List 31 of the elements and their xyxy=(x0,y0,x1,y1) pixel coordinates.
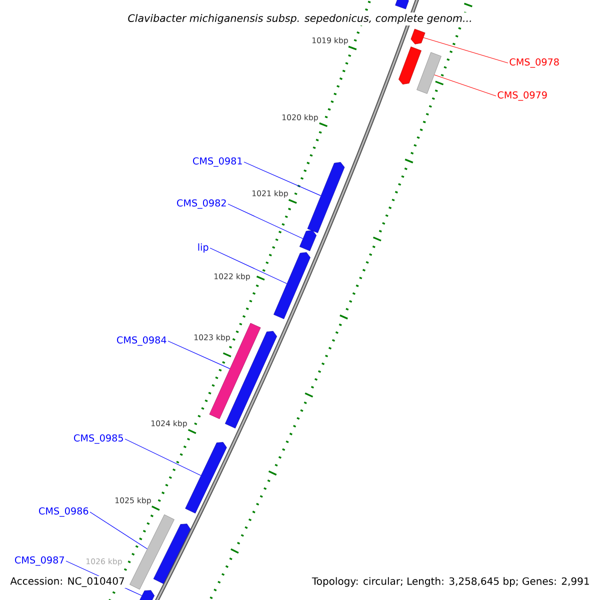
gene-bar xyxy=(139,590,155,600)
gene-label: lip xyxy=(198,243,208,253)
gene-label: CMS_0986 xyxy=(39,507,88,517)
gene-label: CMS_0985 xyxy=(74,434,123,444)
gene-label: CMS_0987 xyxy=(15,556,64,566)
gene-label: CMS_0982 xyxy=(177,199,226,209)
gene-bar xyxy=(274,252,310,320)
leader-line xyxy=(168,340,230,369)
gene-bar xyxy=(416,52,442,94)
leader-line xyxy=(124,438,202,476)
gene-bar xyxy=(153,524,191,584)
leader-line xyxy=(423,37,508,64)
title: Clavibacter michiganensis subsp. sepedonicus, complete genom... xyxy=(126,12,474,26)
genome-info-text: Topology: circular; Length: 3,258,645 bp; Genes: 2,991 xyxy=(312,577,589,587)
leader-line xyxy=(244,162,322,196)
accession-text: Accession: NC_010407 xyxy=(9,576,126,588)
gene-bar xyxy=(307,162,345,234)
gene-bar xyxy=(395,0,409,10)
gene-label: CMS_0979 xyxy=(498,91,547,101)
gene-bar xyxy=(398,46,422,84)
leader-line xyxy=(434,74,496,96)
gene-bar xyxy=(410,28,426,44)
gene-label: CMS_0984 xyxy=(117,336,166,346)
leader-line xyxy=(228,204,304,239)
gene-label: CMS_0981 xyxy=(193,157,242,167)
gene-bar xyxy=(299,230,317,252)
leader-line xyxy=(90,512,148,550)
gene-label: CMS_0978 xyxy=(510,58,559,68)
leader-line xyxy=(210,248,288,284)
gene-bar xyxy=(130,514,174,590)
gene-bar xyxy=(185,442,227,514)
